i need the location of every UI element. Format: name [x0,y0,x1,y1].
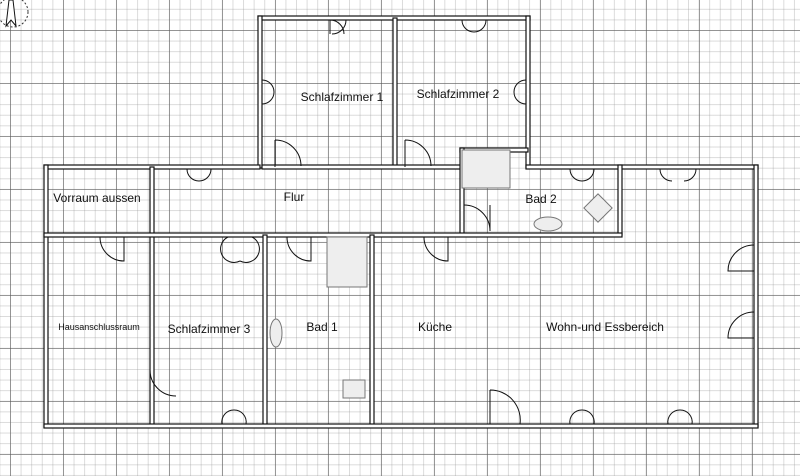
room-label-wohn-und-essbereich[interactable]: Wohn-und Essbereich [546,320,664,334]
room-label-bad-1[interactable]: Bad 1 [306,320,338,334]
room-label-kueche[interactable]: Küche [417,320,453,334]
room-label-schlafzimmer-3[interactable]: Schlafzimmer 3 [167,322,251,336]
room-label-bad-2[interactable]: Bad 2 [525,192,557,206]
compass[interactable] [0,0,29,28]
toilet-icon [342,379,366,399]
north-arrow-icon [5,0,17,28]
room-label-schlafzimmer-1[interactable]: Schlafzimmer 1 [300,90,384,104]
doors[interactable] [99,19,755,425]
sink-icon [269,318,283,348]
room-label-hausanschlussraum[interactable]: Hausanschlussraum [58,322,140,332]
fixtures[interactable] [269,149,613,399]
walls[interactable] [43,15,759,429]
shower-icon [326,236,368,288]
sink-icon [533,216,563,232]
shower-icon [461,149,511,189]
toilet-icon [583,193,613,223]
room-label-vorraum-aussen[interactable]: Vorraum aussen [53,191,141,205]
room-label-schlafzimmer-2[interactable]: Schlafzimmer 2 [416,87,500,101]
room-label-flur[interactable]: Flur [283,190,305,204]
